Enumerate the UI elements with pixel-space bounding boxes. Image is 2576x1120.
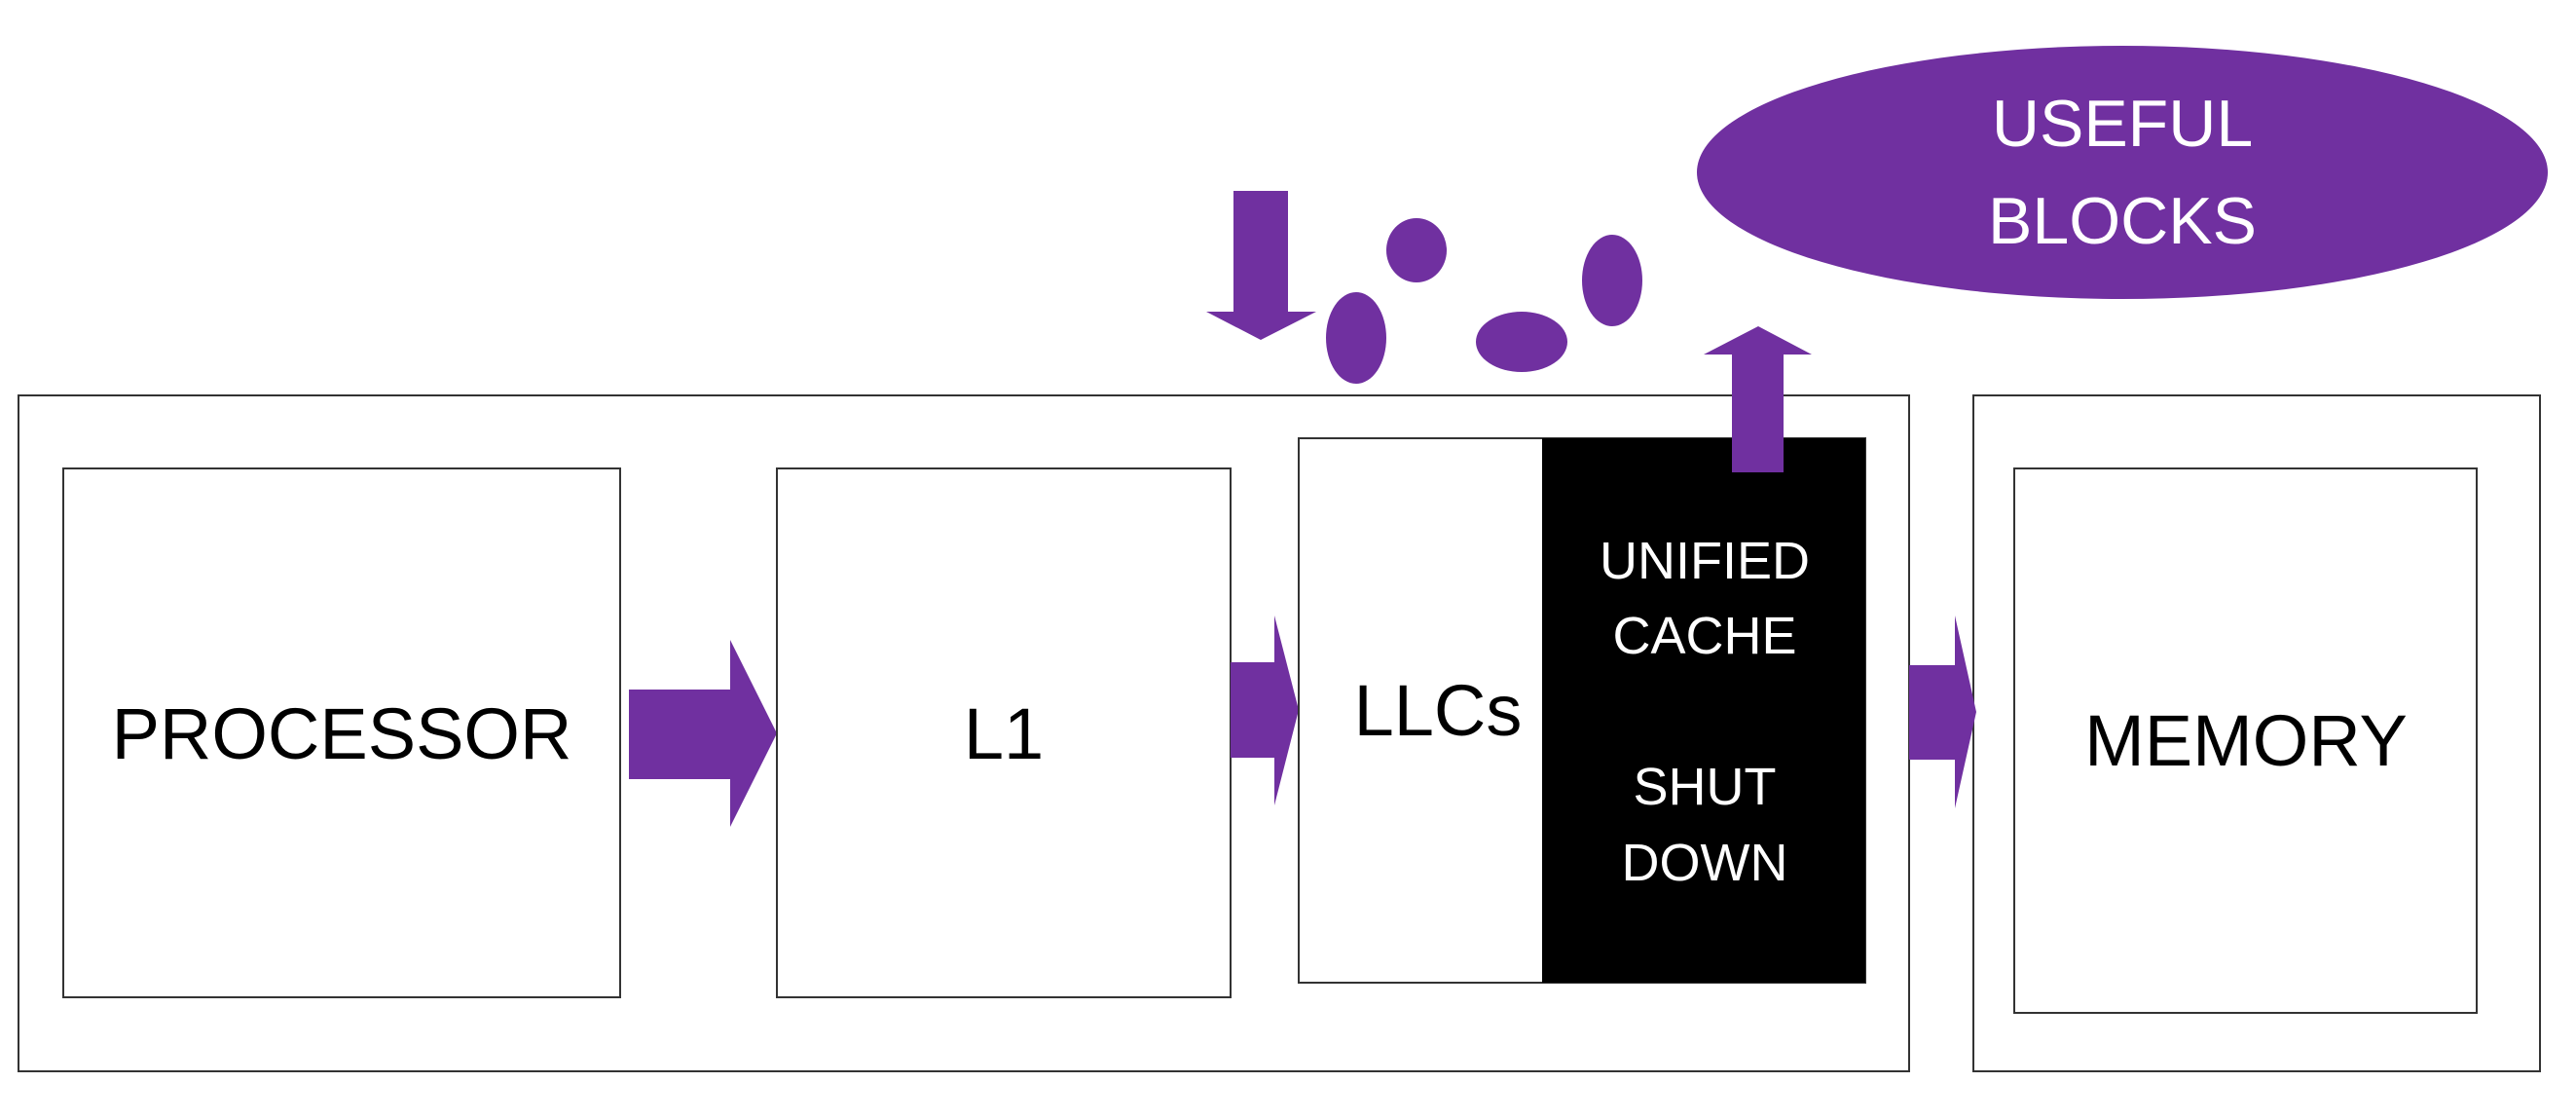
- block-ellipse-3: [1476, 312, 1567, 372]
- unified-cache-label-line2: CACHE: [1612, 607, 1796, 665]
- shut-down-label-line1: SHUT: [1634, 758, 1777, 816]
- processor-box: [62, 467, 621, 998]
- unified-cache-label-line1: UNIFIED: [1600, 532, 1810, 590]
- incoming-blocks-down-arrow: [1206, 191, 1316, 340]
- useful-blocks-label-line1: USEFUL: [1992, 87, 2253, 161]
- useful-blocks-ellipse: [1697, 46, 2548, 299]
- block-ellipse-2: [1386, 218, 1447, 282]
- processor-label: PROCESSOR: [112, 693, 572, 774]
- memory-box: [2013, 467, 2478, 1014]
- llc-label: LLCs: [1354, 670, 1523, 751]
- memory-label: MEMORY: [2084, 700, 2408, 781]
- llc-to-memory-arrow: [1909, 616, 1976, 808]
- processor-to-l1-arrow: [629, 640, 777, 827]
- useful-blocks-label-line2: BLOCKS: [1988, 184, 2257, 258]
- l1-box: [776, 467, 1232, 998]
- unified-cache-shutdown-box: [1542, 438, 1865, 983]
- l1-label: L1: [964, 693, 1044, 774]
- shut-down-label-line2: DOWN: [1622, 834, 1788, 892]
- useful-blocks-up-arrow: [1704, 326, 1812, 472]
- block-ellipse-1: [1326, 292, 1386, 384]
- block-ellipse-4: [1582, 235, 1642, 326]
- l1-to-llc-arrow: [1231, 616, 1299, 805]
